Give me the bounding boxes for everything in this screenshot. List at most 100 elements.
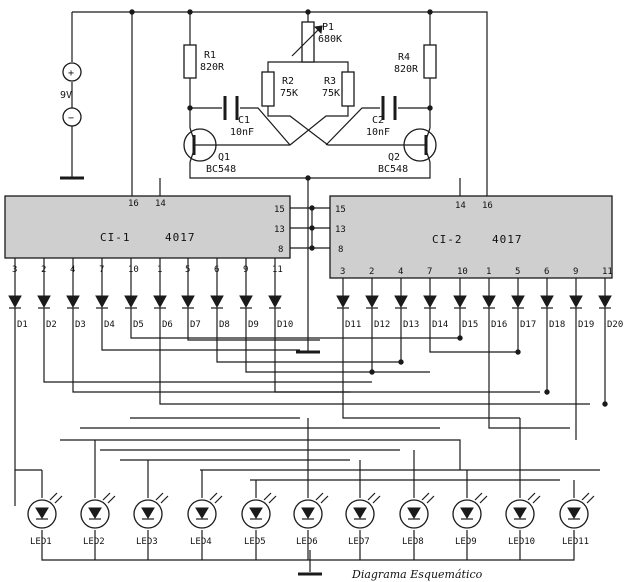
chip-output-pin-label: 9 — [243, 265, 248, 275]
chip-output-pin-label: 10 — [128, 265, 139, 275]
diode-symbol — [598, 295, 612, 309]
led-label: LED2 — [83, 537, 105, 547]
diode-label: D4 — [104, 320, 115, 330]
transistor-q1-name: Q1 — [218, 152, 230, 163]
diode-label: D2 — [46, 320, 57, 330]
resistor-r3 — [341, 71, 355, 107]
diode-symbol — [66, 295, 80, 309]
potentiometer: P1 680K — [291, 21, 342, 63]
chip-output-pin-label: 1 — [157, 265, 162, 275]
chip-output-pin-label: 3 — [12, 265, 17, 275]
diode-label: D13 — [403, 320, 419, 330]
resistor-r4-value: 820R — [394, 64, 419, 75]
chip-output-pin-label: 7 — [427, 267, 432, 277]
resistor-r2-value: 75K — [280, 88, 298, 99]
chip-output-pin-label: 9 — [573, 267, 578, 277]
diode-symbol — [394, 295, 408, 309]
led-emission-arrows — [209, 492, 223, 504]
transistor-q2-name: Q2 — [388, 152, 400, 163]
chip-ci1-outputs: 3 2 4 7 10 1 5 6 9 11 — [12, 258, 283, 296]
led-emission-arrows — [367, 492, 381, 504]
led-diode-symbol — [141, 507, 155, 519]
resistor-r4-name: R4 — [398, 52, 410, 63]
chip-ci1-pin: 14 — [155, 199, 166, 209]
diode-label: D10 — [277, 320, 293, 330]
led-label: LED3 — [136, 537, 158, 547]
battery-plus: + — [68, 68, 74, 79]
chip-ci1-pin: 16 — [128, 199, 139, 209]
resistors: R1 820R R2 75K R3 75K R4 820R — [183, 44, 437, 107]
diode-symbol — [210, 295, 224, 309]
transistors: Q1 BC548 Q2 BC548 — [183, 127, 437, 175]
chip-ci2-pin: 16 — [482, 201, 493, 211]
led-emission-arrows — [474, 492, 488, 504]
chip-output-pin-label: 1 — [486, 267, 491, 277]
chip-ci1-pin: 15 — [274, 205, 285, 215]
pot-name: P1 — [322, 22, 334, 33]
led-diode-symbol — [249, 507, 263, 519]
chip-output-pin-label: 11 — [272, 265, 283, 275]
diode-label: D19 — [578, 320, 594, 330]
led-emission-arrows — [421, 492, 435, 504]
battery-voltage: 9V — [60, 90, 72, 101]
chip-ci1-pin: 8 — [278, 245, 283, 255]
led-label: LED6 — [296, 537, 318, 547]
diode-label: D11 — [345, 320, 361, 330]
chip-output-pin-label: 11 — [602, 267, 613, 277]
capacitors: C1 10nF C2 10nF — [223, 96, 397, 138]
capacitor-c2-value: 10nF — [366, 127, 390, 138]
resistor-r1-value: 820R — [200, 62, 225, 73]
diode-symbol — [124, 295, 138, 309]
chip-output-pin-label: 6 — [214, 265, 219, 275]
led-diode-symbol — [35, 507, 49, 519]
led-label: LED8 — [402, 537, 424, 547]
led-diode-symbol — [567, 507, 581, 519]
resistor-r1 — [183, 44, 197, 79]
diode-symbol — [423, 295, 437, 309]
chip-output-pin-label: 5 — [515, 267, 520, 277]
diode-symbol — [569, 295, 583, 309]
led-diode-symbol — [301, 507, 315, 519]
diode-label: D14 — [432, 320, 448, 330]
chip-ci2-part: 4017 — [492, 233, 523, 246]
diode-label: D8 — [219, 320, 230, 330]
wiring — [14, 11, 606, 572]
junctions — [129, 9, 608, 407]
diode-symbol — [482, 295, 496, 309]
diode-label: D16 — [491, 320, 507, 330]
chip-output-pin-label: 7 — [99, 265, 104, 275]
diode-label: D18 — [549, 320, 565, 330]
diode-symbol — [95, 295, 109, 309]
diode-symbol — [153, 295, 167, 309]
led-diode-symbol — [88, 507, 102, 519]
diode-label: D15 — [462, 320, 478, 330]
chip-ci1-part: 4017 — [165, 231, 196, 244]
chip-ci1-name: CI-1 — [100, 231, 131, 244]
chip-output-pin-label: 4 — [70, 265, 75, 275]
capacitor-c2-name: C2 — [372, 115, 384, 126]
led-label: LED5 — [244, 537, 266, 547]
led-emission-arrows — [102, 492, 116, 504]
pot-value: 680K — [318, 34, 342, 45]
led-emission-arrows — [49, 492, 63, 504]
led-diode-symbol — [513, 507, 527, 519]
diode-label: D5 — [133, 320, 144, 330]
diode-symbol — [37, 295, 51, 309]
chip-output-pin-label: 5 — [185, 265, 190, 275]
chip-output-pin-label: 10 — [457, 267, 468, 277]
resistor-r2-name: R2 — [282, 76, 294, 87]
led-label: LED9 — [455, 537, 477, 547]
led-emission-arrows — [527, 492, 541, 504]
led-diode-symbol — [353, 507, 367, 519]
chip-output-pin-label: 2 — [41, 265, 46, 275]
chip-ci2-name: CI-2 — [432, 233, 463, 246]
chip-ci2 — [329, 195, 613, 279]
pot-p1 — [301, 21, 315, 63]
diode-symbol — [181, 295, 195, 309]
chip-output-pin-label: 2 — [369, 267, 374, 277]
